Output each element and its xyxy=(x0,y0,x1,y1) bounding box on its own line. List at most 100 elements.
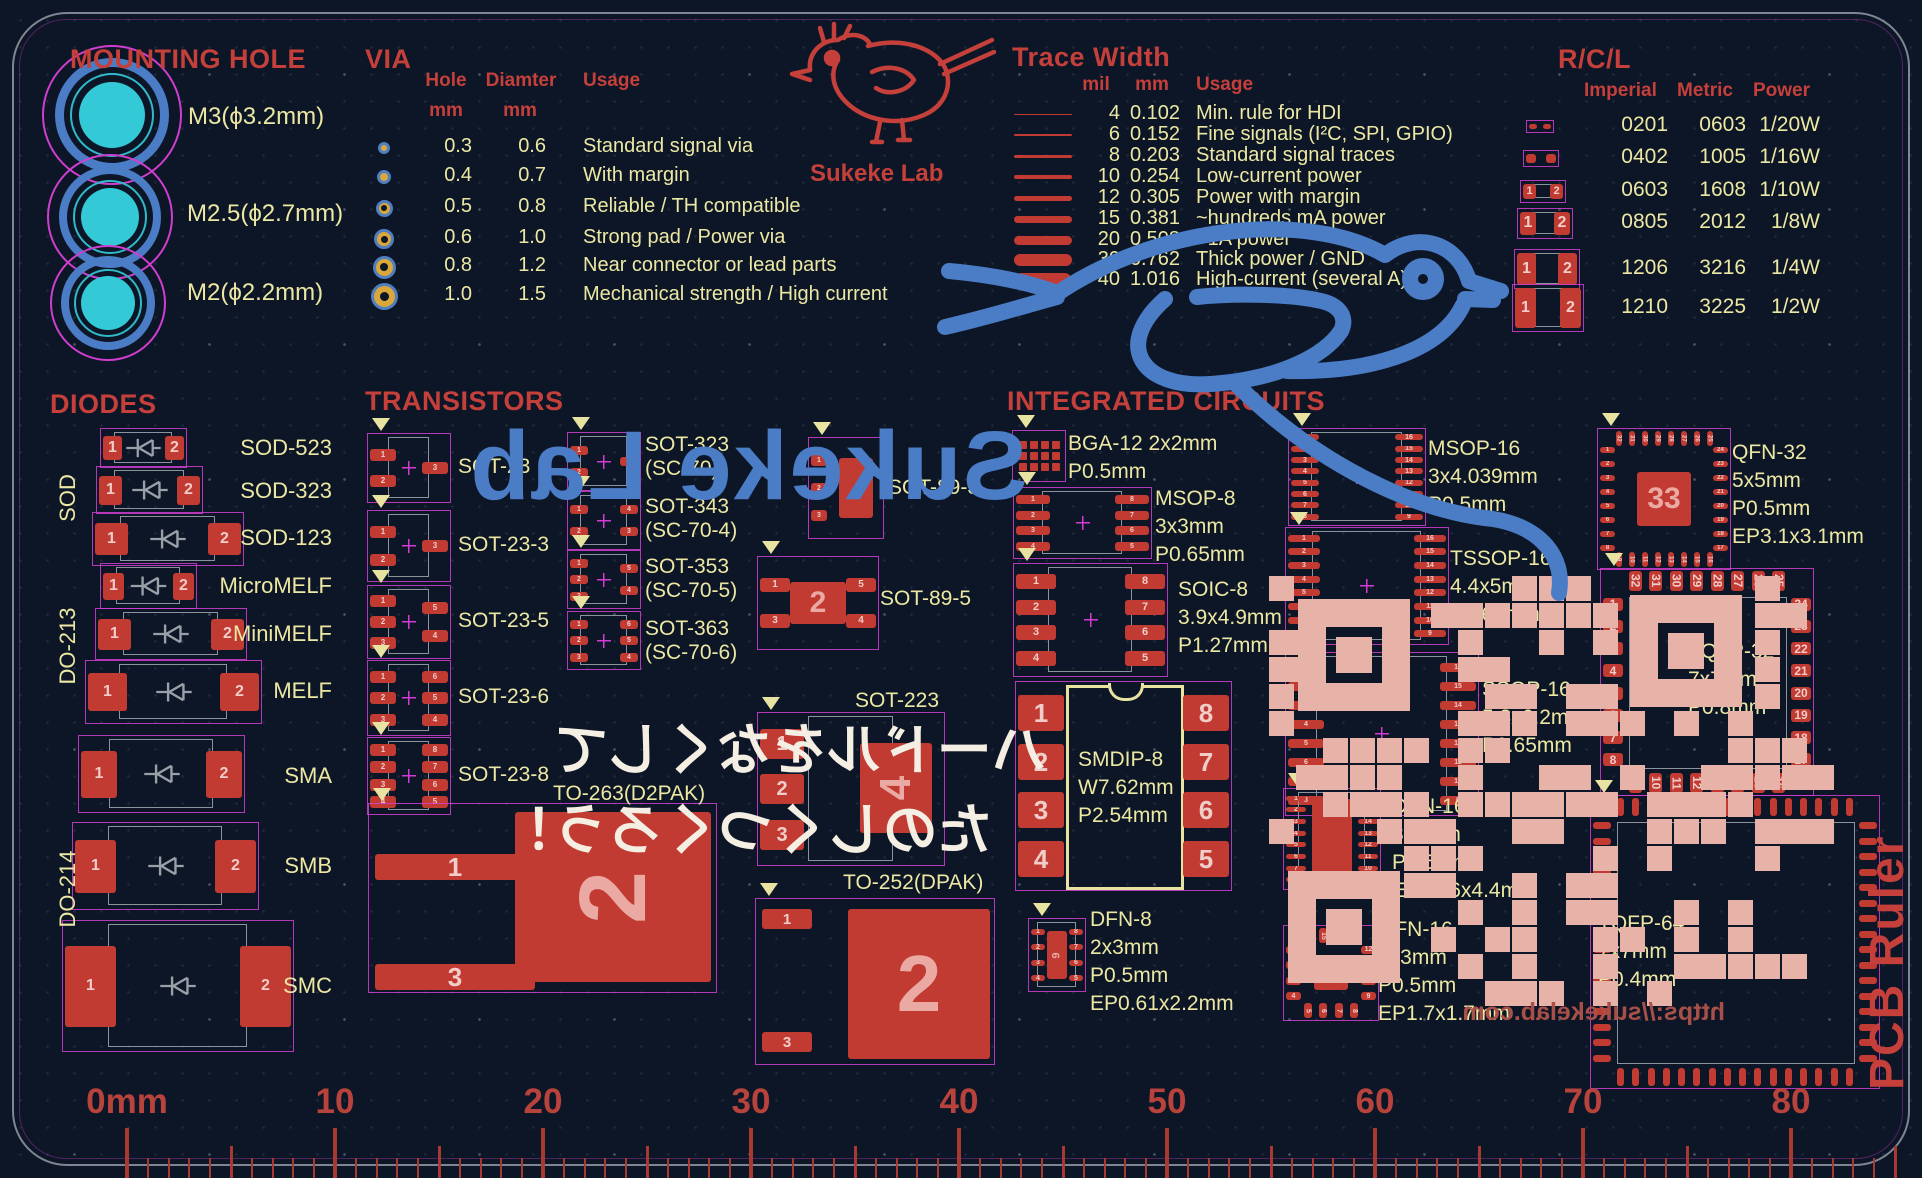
ruler-tick xyxy=(1810,1158,1813,1178)
pad: 2 xyxy=(370,553,396,566)
rcl-metric-value: 2012 xyxy=(1699,210,1746,233)
trace-mm-value: 0.381 xyxy=(1129,207,1180,229)
qr-module xyxy=(1782,819,1834,844)
diode-package-label: SMB xyxy=(284,853,332,878)
pad: 9 xyxy=(1361,992,1376,1001)
pad: 4 xyxy=(620,586,638,595)
bga-ball-pad xyxy=(1051,452,1060,460)
pad: 10 xyxy=(1358,865,1378,871)
pad: 26 xyxy=(1693,431,1700,446)
smd-chip-footprint xyxy=(1526,119,1554,133)
via-diameter-value: 1.0 xyxy=(518,226,546,248)
ruler-tick xyxy=(458,1158,461,1178)
pin1-marker xyxy=(1018,472,1036,485)
pad: 8 xyxy=(1603,753,1623,767)
qr-module xyxy=(1296,765,1348,790)
diode-group-label: DO-213 xyxy=(55,607,80,685)
pad xyxy=(1662,1068,1670,1086)
ruler-tick xyxy=(292,1158,295,1178)
ruler-tick xyxy=(1831,1158,1834,1178)
ruler-tick xyxy=(333,1128,337,1178)
qr-module xyxy=(1269,711,1294,736)
qr-module xyxy=(1593,927,1618,952)
pad: 12 xyxy=(1358,842,1378,848)
pad: 5 xyxy=(422,796,448,809)
via-header-usage: Usage xyxy=(583,70,641,91)
pad: 5 xyxy=(1125,650,1165,666)
ruler-tick xyxy=(1769,1158,1772,1178)
pad: 17 xyxy=(1713,545,1728,551)
pad xyxy=(1800,1068,1808,1086)
pad xyxy=(1859,977,1877,985)
pin1-marker xyxy=(572,417,590,430)
pin1-marker xyxy=(1605,553,1623,566)
pad xyxy=(1784,1068,1792,1086)
qr-module xyxy=(1350,765,1375,790)
pad xyxy=(1593,837,1611,845)
ruler-tick xyxy=(687,1158,690,1178)
pad: 22 xyxy=(1791,642,1811,656)
pad: 2 xyxy=(208,523,241,555)
trace-sample-bar xyxy=(1014,235,1072,245)
trace-header-mil: mil xyxy=(1082,74,1110,95)
qr-module xyxy=(1674,711,1699,736)
qr-module xyxy=(1512,900,1537,925)
pad: 25 xyxy=(1706,431,1713,446)
via-unit-mm-2: mm xyxy=(503,100,537,121)
via-pad-icon xyxy=(370,282,398,310)
pad: 1 xyxy=(370,743,396,756)
ruler-tick xyxy=(1623,1158,1626,1178)
ruler-tick xyxy=(1311,1158,1314,1178)
pad xyxy=(1830,798,1838,816)
qr-finder-pattern xyxy=(1288,871,1400,983)
pad: 1 xyxy=(811,454,827,466)
mounting-hole-label: M2(ϕ2.2mm) xyxy=(187,279,324,306)
pad xyxy=(1617,1068,1625,1086)
rcl-imperial-value: 1210 xyxy=(1621,295,1668,318)
pad xyxy=(1632,798,1640,816)
ruler-tick xyxy=(500,1158,503,1178)
pad xyxy=(1617,798,1625,816)
qr-module xyxy=(1539,630,1564,655)
qr-module xyxy=(1485,684,1537,709)
pad: 2 xyxy=(370,475,396,488)
transistor-label: SOT-323 xyxy=(645,433,730,456)
via-hole xyxy=(379,291,389,301)
diode-symbol xyxy=(124,435,163,461)
pad xyxy=(1815,798,1823,816)
qr-module xyxy=(1593,792,1618,817)
pad: 4 xyxy=(620,652,638,662)
board-copper-outline xyxy=(19,19,1903,1159)
trace-mil-value: 10 xyxy=(1097,165,1120,187)
ruler-tick xyxy=(833,1158,836,1178)
dip-notch xyxy=(1107,683,1144,701)
pad: 2 xyxy=(370,692,396,704)
pad: 29 xyxy=(1654,431,1661,446)
ruler-number: 30 xyxy=(731,1082,771,1121)
pad: 16 xyxy=(1414,534,1446,542)
pad: 4 xyxy=(1031,975,1045,982)
pad: 19 xyxy=(1791,708,1811,722)
ruler-tick xyxy=(1789,1128,1793,1178)
ruler-tick xyxy=(1061,1146,1065,1178)
diode-package-label: SMC xyxy=(283,973,332,998)
trace-usage: Standard signal traces xyxy=(1196,144,1396,166)
via-hole-value: 0.8 xyxy=(444,254,472,276)
ruler-number: 60 xyxy=(1355,1082,1395,1121)
ruler-tick xyxy=(708,1158,711,1178)
pad: 3 xyxy=(620,527,638,536)
pad: 5 xyxy=(422,692,448,704)
center-cross xyxy=(597,513,611,528)
pad: 11 xyxy=(1641,552,1648,567)
qr-module xyxy=(1782,603,1807,628)
trace-usage: Fine signals (I²C, SPI, GPIO) xyxy=(1196,123,1453,145)
pad: 1 xyxy=(570,505,588,514)
qr-module xyxy=(1377,738,1402,763)
rcl-imperial-value: 0603 xyxy=(1621,178,1668,201)
pad: 7 xyxy=(1115,510,1149,520)
ruler-number: 50 xyxy=(1147,1082,1187,1121)
